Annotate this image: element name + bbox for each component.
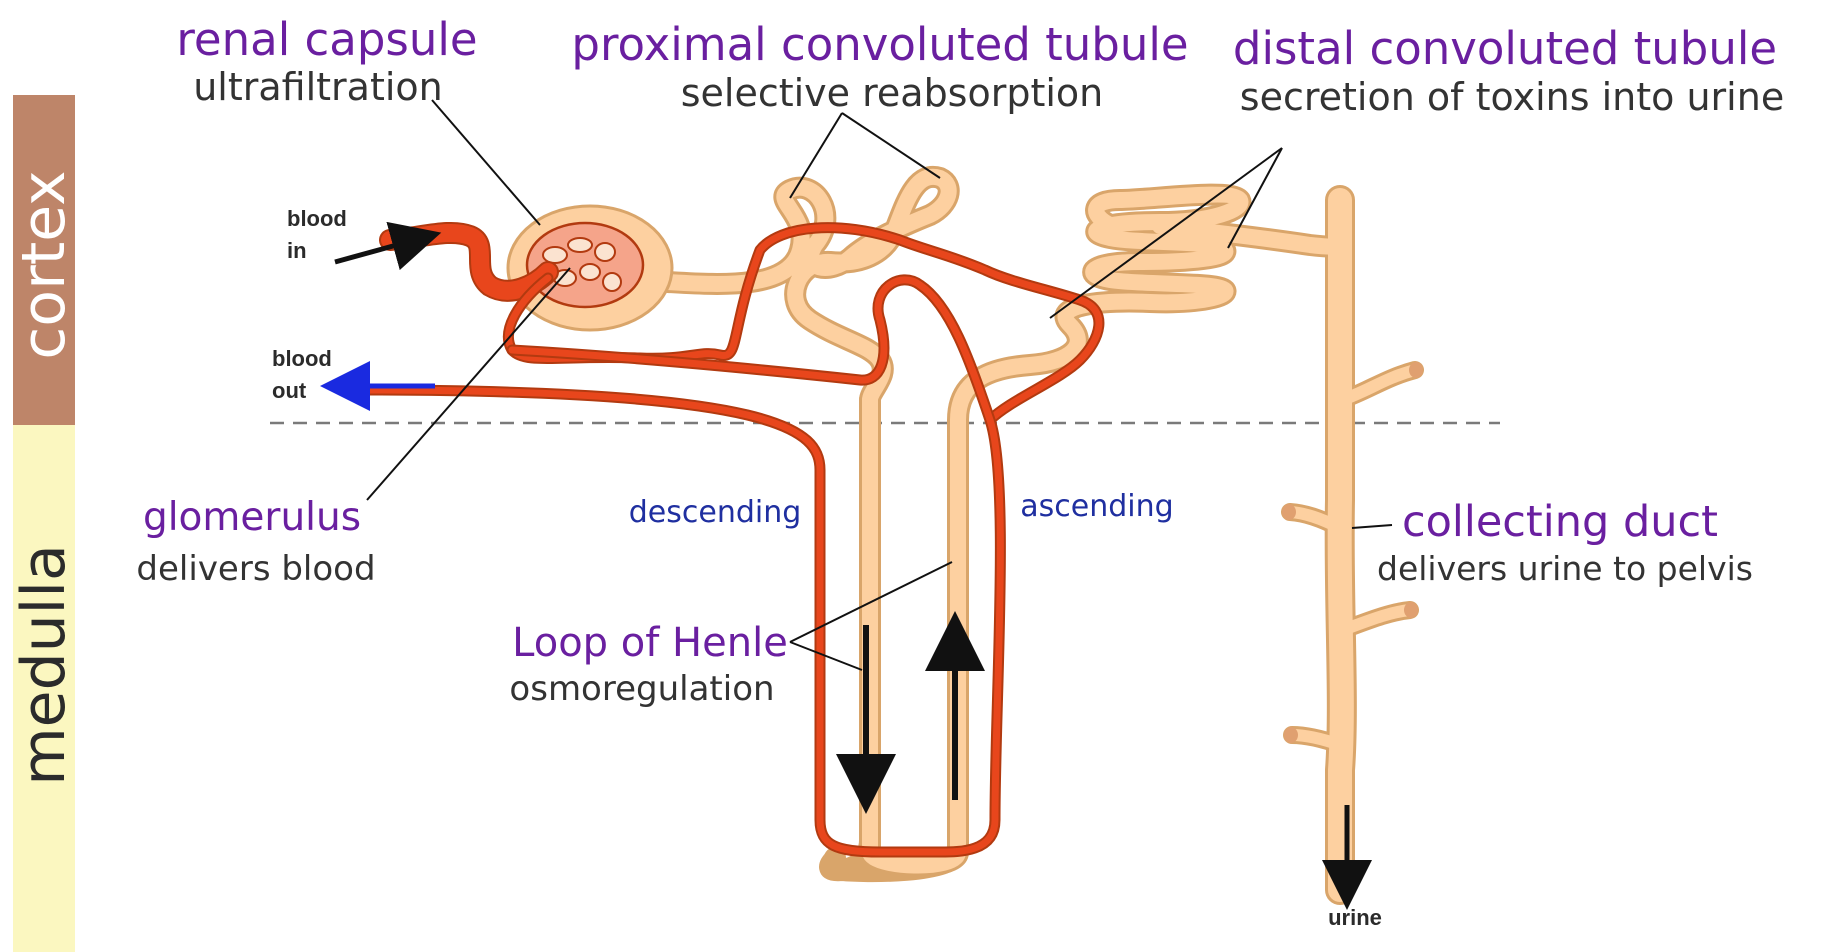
- blood-out-label-line2: out: [272, 378, 307, 403]
- blood-in-arrow: [335, 238, 422, 262]
- glomerulus-subtitle: delivers blood: [136, 549, 375, 589]
- collecting-duct-subtitle: delivers urine to pelvis: [1377, 549, 1753, 588]
- proximal-tubule-title: proximal convoluted tubule: [571, 18, 1188, 71]
- blood-in-label-line2: in: [287, 238, 307, 263]
- collecting-duct-title: collecting duct: [1402, 497, 1718, 547]
- medulla-label: medulla: [9, 544, 79, 786]
- descending-label: descending: [629, 495, 802, 530]
- urine-label: urine: [1328, 905, 1382, 930]
- distal-tubule-subtitle: secretion of toxins into urine: [1240, 75, 1784, 119]
- proximal-tubule-subtitle: selective reabsorption: [681, 71, 1104, 115]
- blood-out-label-line1: blood: [272, 346, 332, 371]
- cortex-label: cortex: [9, 170, 79, 359]
- renal-capsule-subtitle: ultrafiltration: [193, 65, 443, 109]
- blood-vessels: [360, 228, 1099, 852]
- loop-of-henle-subtitle: osmoregulation: [509, 669, 774, 709]
- loop-of-henle-title: Loop of Henle: [512, 620, 788, 666]
- glomerulus-title: glomerulus: [143, 495, 361, 540]
- ascending-label: ascending: [1020, 489, 1173, 524]
- blood-in-label-line1: blood: [287, 206, 347, 231]
- renal-capsule-title: renal capsule: [176, 13, 477, 66]
- distal-tubule-title: distal convoluted tubule: [1233, 22, 1777, 75]
